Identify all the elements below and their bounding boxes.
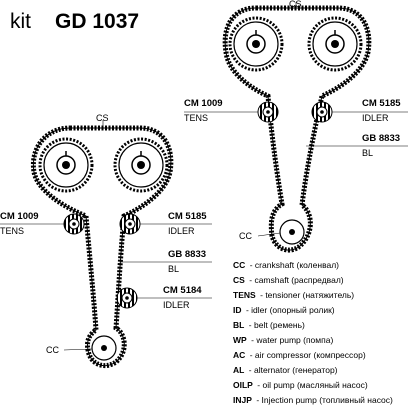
legend-abbr-id: ID — [233, 305, 242, 315]
legend-abbr-bl: BL — [233, 320, 244, 330]
right-idler-code: CM 5185 — [362, 98, 401, 109]
right-tens-type: TENS — [184, 113, 208, 123]
legend-abbr-tens: TENS — [233, 290, 256, 300]
left-idler-type: IDLER — [168, 226, 195, 236]
legend-abbr-oilp: OILP — [233, 380, 253, 390]
title-kit-code: GD 1037 — [55, 10, 139, 33]
right-crank-pulley — [279, 219, 305, 245]
right-belt-code: GB 8833 — [362, 133, 400, 144]
legend-text-al: - alternator (генератор) — [249, 365, 338, 375]
right-tensioner-roller — [257, 101, 279, 123]
svg-text:CC - crankshaft (коленвал): CC - crankshaft (коленвал) — [233, 255, 339, 272]
svg-text:CS - camshaft (распредвал): CS - camshaft (распредвал) — [233, 270, 344, 287]
svg-text:AC - air compressor (компрессо: AC - air compressor (компрессор) — [233, 345, 366, 362]
svg-text:BL - belt (ремень): BL - belt (ремень) — [233, 315, 305, 332]
legend-text-oilp: - oil pump (масляный насос) — [257, 380, 368, 390]
svg-text:AL - alternator (генератор): AL - alternator (генератор) — [233, 360, 338, 377]
left-cam-pulley-1 — [38, 137, 94, 193]
svg-text:INJP - Injection pump (топливн: INJP - Injection pump (топливный насос) — [233, 390, 393, 407]
left-tens-code: CM 1009 — [0, 211, 39, 222]
right-tens-code: CM 1009 — [184, 98, 223, 109]
left-cam-pulley-2 — [113, 137, 169, 193]
left-drive: CS CM 1009 TENS CM 5185 IDLER GB 8833 BL… — [0, 113, 212, 368]
legend-abbr-al: AL — [233, 365, 244, 375]
legend: CC - crankshaft (коленвал) CS - camshaft… — [233, 255, 393, 407]
legend-text-tens: - tensioner (натяжитель) — [260, 290, 354, 300]
left-tens-type: TENS — [0, 226, 24, 236]
left-idler2-code: CM 5184 — [163, 285, 202, 296]
right-idler-type: IDLER — [362, 113, 389, 123]
right-cam-pulley-1 — [228, 16, 284, 72]
left-idler2-type: IDLER — [163, 300, 190, 310]
legend-abbr-ac: AC — [233, 350, 245, 360]
left-belt-code: GB 8833 — [168, 249, 206, 260]
left-idler-code: CM 5185 — [168, 211, 207, 222]
right-belt-type: BL — [362, 148, 373, 158]
legend-text-cc: - crankshaft (коленвал) — [250, 260, 339, 270]
legend-abbr-injp: INJP — [233, 395, 252, 405]
legend-text-cs: - camshaft (распредвал) — [249, 275, 344, 285]
title-prefix: kit — [10, 10, 31, 33]
svg-text:OILP - oil pump (масляный насо: OILP - oil pump (масляный насос) — [233, 375, 368, 392]
legend-text-id: - idler (опорный ролик) — [246, 305, 335, 315]
right-cs-label: CS — [289, 0, 302, 9]
right-drive: CS CM 1009 TENS CM 5185 IDLER GB 8833 BL… — [184, 0, 408, 253]
left-cc-label: CC — [46, 345, 59, 355]
svg-text:ID - idler (опорный ролик): ID - idler (опорный ролик) — [233, 300, 335, 317]
left-tensioner-roller — [63, 213, 85, 235]
svg-text:WP - water pump (помпа): WP - water pump (помпа) — [233, 330, 333, 347]
legend-text-injp: - Injection pump (топливный насос) — [256, 395, 393, 405]
left-idler-roller — [119, 213, 141, 235]
left-cs-label: CS — [96, 113, 109, 123]
legend-abbr-wp: WP — [233, 335, 247, 345]
legend-text-bl: - belt (ремень) — [249, 320, 305, 330]
legend-abbr-cc: CC — [233, 260, 245, 270]
legend-text-wp: - water pump (помпа) — [251, 335, 333, 345]
svg-text:TENS - tensioner (натяжитель): TENS - tensioner (натяжитель) — [233, 285, 354, 302]
right-cc-label: CC — [239, 231, 252, 241]
right-idler-roller — [311, 101, 333, 123]
left-belt-type: BL — [168, 264, 179, 274]
legend-text-ac: - air compressor (компрессор) — [250, 350, 366, 360]
left-crank-pulley — [91, 335, 117, 361]
legend-abbr-cs: CS — [233, 275, 245, 285]
left-idler-roller-2 — [116, 287, 138, 309]
right-cam-pulley-2 — [307, 16, 363, 72]
